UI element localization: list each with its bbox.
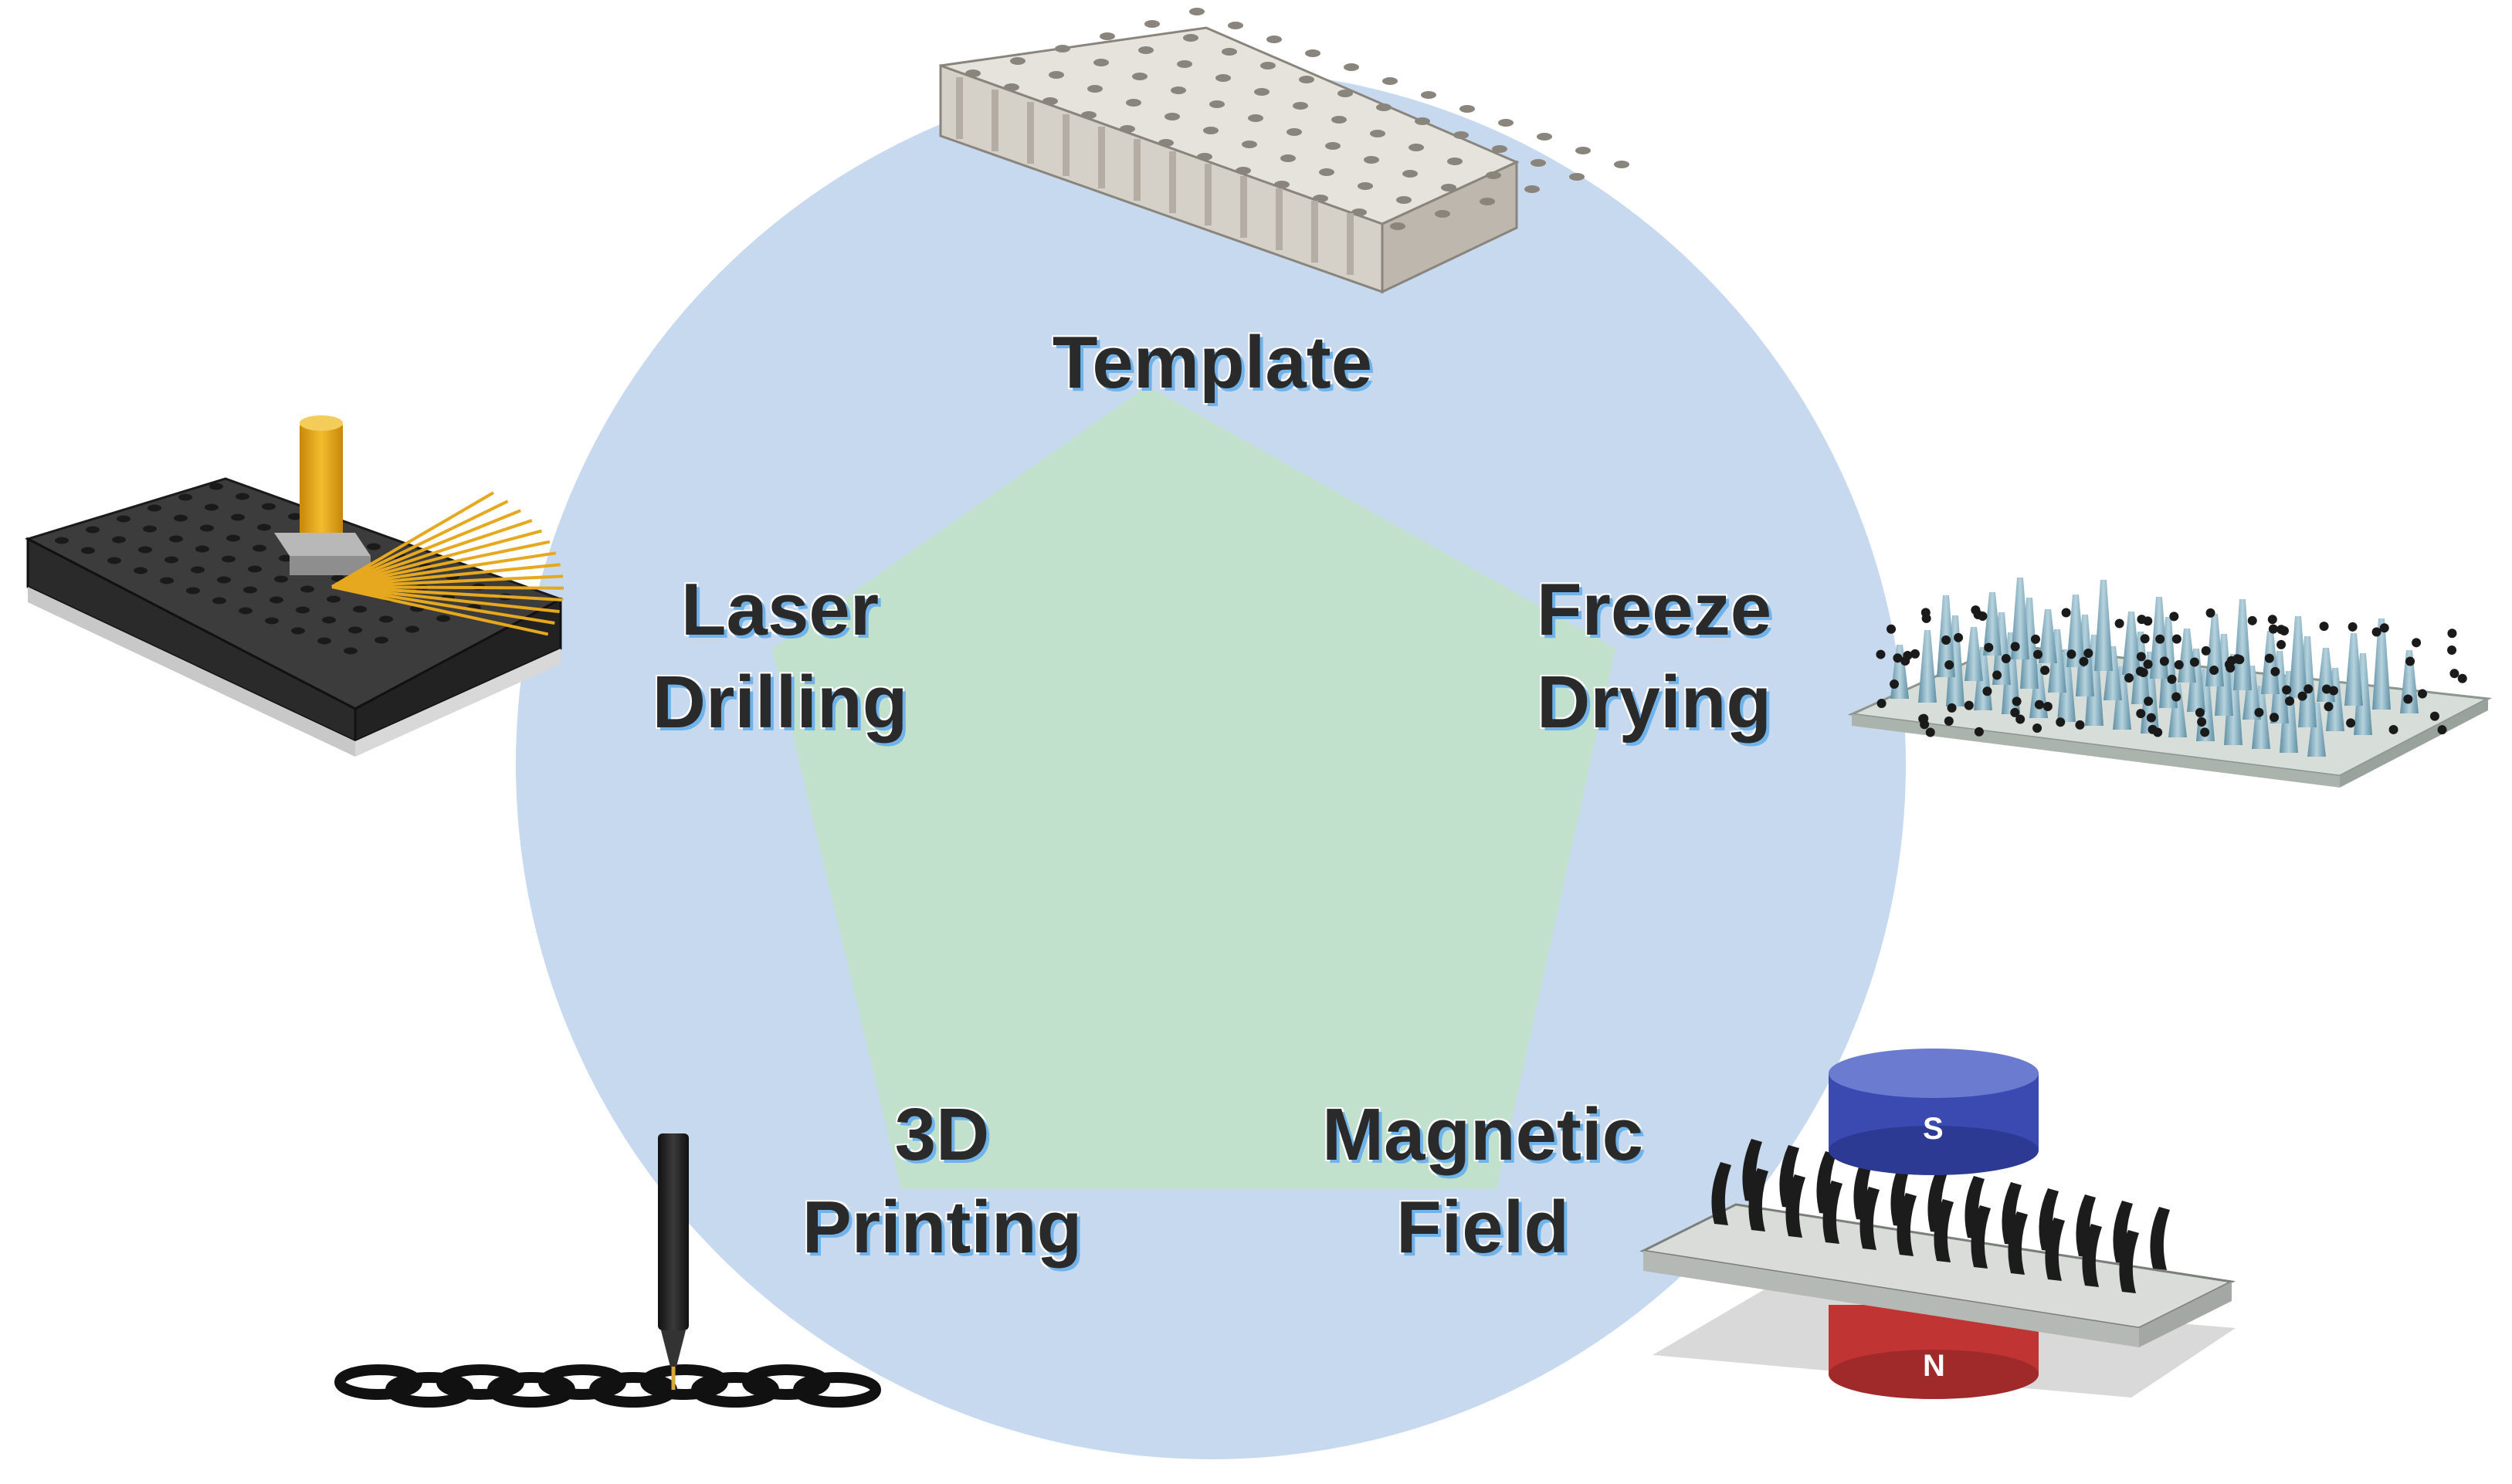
label-laser-drilling-line-1: Laser [680,568,880,651]
label-3d-printing-line-1: 3D [894,1093,990,1176]
label-freeze-drying: Freeze Drying [1492,564,1816,749]
magnet-south-label: S [1923,1112,1944,1146]
label-3d-printing-line-2: Printing [802,1186,1083,1269]
magnetic-field-illustration: N S [1639,1049,2236,1399]
laser-drilling-illustration [25,415,564,757]
label-magnetic-field: Magnetic Field [1282,1089,1683,1274]
label-3d-printing: 3D Printing [764,1089,1120,1274]
label-magnetic-field-line-2: Field [1395,1186,1569,1269]
label-magnetic-field-line-1: Magnetic [1321,1093,1644,1176]
magnet-north-label: N [1923,1349,1945,1383]
center-pentagon [772,386,1615,1189]
label-freeze-drying-line-1: Freeze [1536,568,1772,651]
label-laser-drilling: Laser Drilling [618,564,942,749]
label-freeze-drying-line-2: Drying [1536,661,1772,744]
freeze-drying-illustration [1847,578,2493,788]
label-laser-drilling-line-2: Drilling [652,661,908,744]
3d-printing-illustration [334,1133,881,1408]
label-template: Template [1027,317,1398,409]
label-template-line-1: Template [1052,321,1373,404]
template-mold-illustration [939,8,1629,294]
